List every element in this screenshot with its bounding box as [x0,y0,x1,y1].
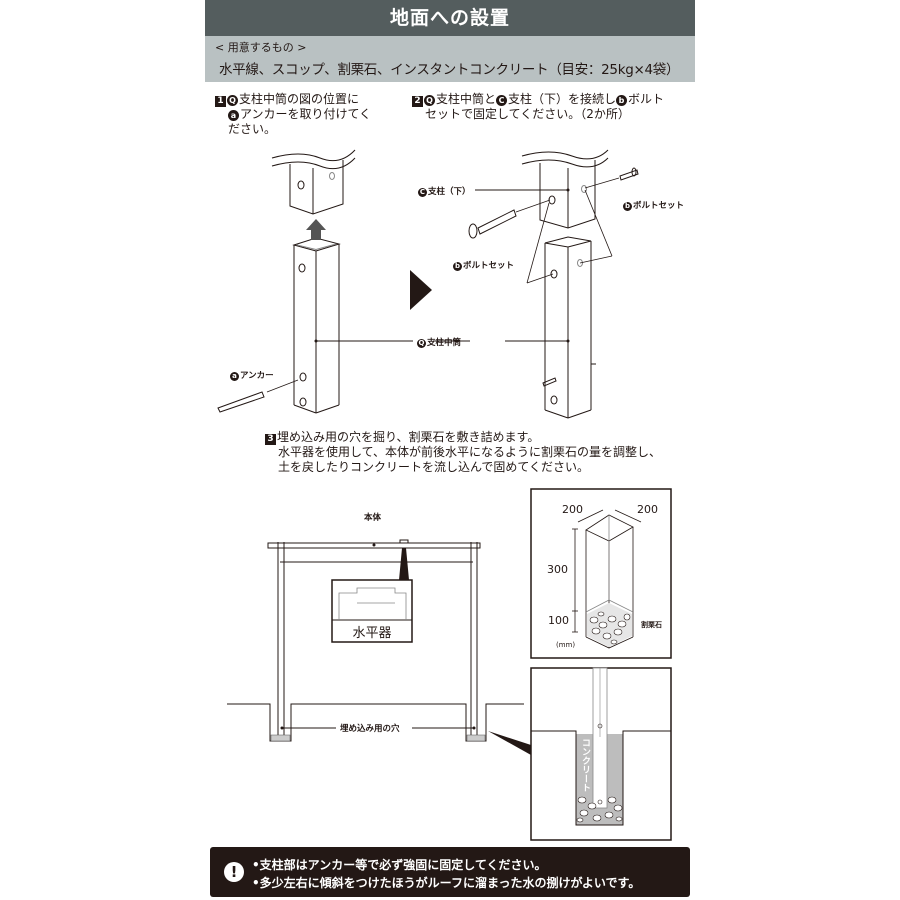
notice-line1: •支柱部はアンカー等で必ず強固に固定してください。 [252,858,547,872]
hole-label: 埋め込み用の穴 [340,724,400,734]
body-label: 本体 [364,513,382,523]
dim-width-left: 200 [562,503,583,516]
middle-post-text: 支柱中筒 [427,338,462,348]
step2-text-c: ボルト [628,92,665,106]
bolt-set-left-text: ボルトセット [463,261,515,271]
dim-depth-upper: 300 [547,563,568,576]
step3-number: 3 [265,434,276,445]
crushed-stone-label: 割栗石 [641,621,662,629]
part-b-icon: b [453,262,462,271]
notice-line2: •多少左右に傾斜をつけたほうがルーフに溜まった水の捌けがよいです。 [252,876,641,890]
step1-text-line1: 支柱中筒の図の位置に [239,92,360,106]
materials-list: 水平線、スコップ、割栗石、インスタントコンクリート（目安：25kg×4袋） [219,62,680,78]
step2-text-b: 支柱（下）を接続し [508,92,617,106]
step3-text-line1: 埋め込み用の穴を掘り、割栗石を敷き詰めます。 [277,430,540,444]
step1-number: 1 [215,96,226,107]
concrete-label: コンクリート [580,738,590,792]
part-b-icon: b [623,202,632,211]
step3-text-line3: 土を戻したりコンクリートを流し込んで固めてください。 [278,460,590,474]
dim-depth-lower: 100 [548,614,569,627]
part-q-icon: Q [424,95,435,106]
post-lower-text: 支柱（下） [428,187,471,197]
step1-text-line3: ださい。 [228,122,277,136]
part-c-icon: C [418,188,427,197]
materials-panel: < 用意するもの > 水平線、スコップ、割栗石、インスタントコンクリート（目安：… [205,36,695,82]
notice-box: ! •支柱部はアンカー等で必ず強固に固定してください。 •多少左右に傾斜をつけた… [210,847,690,897]
materials-label: < 用意するもの > [215,41,307,54]
part-b-icon: b [616,95,628,106]
step2-number: 2 [412,96,423,107]
level-label: 水平器 [352,626,392,641]
next-step-arrow-icon [410,270,432,310]
bolt-set-right-text: ボルトセット [633,201,685,211]
dim-width-right: 200 [637,503,658,516]
step2-text-line2: セットで固定してください。（2か所） [425,107,630,121]
step1-text-line2: アンカーを取り付けてく [240,107,372,121]
part-q-icon: Q [227,95,238,106]
step2-text-a: 支柱中筒と [436,92,497,106]
part-a-icon: a [230,372,239,381]
page-title: 地面への設置 [205,0,695,36]
part-q-icon: Q [417,339,426,348]
part-a-icon: a [228,110,239,121]
anchor-text: アンカー [240,371,274,381]
part-c-icon: C [496,95,508,106]
step3-text-line2: 水平器を使用して、本体が前後水平になるように割栗石の量を調整し、 [278,445,662,459]
warning-icon: ! [224,862,244,882]
unit-label: (mm) [556,641,576,649]
